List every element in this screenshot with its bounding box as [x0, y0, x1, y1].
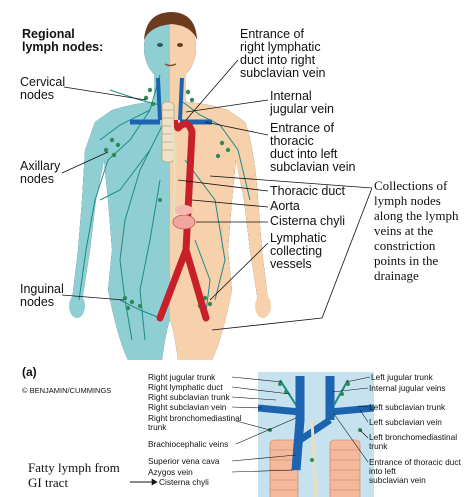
panel-b-illustration — [258, 372, 374, 497]
thoracic-duct-label: Thoracic duct — [270, 184, 346, 198]
copyright-text: © BENJAMIN/CUMMINGS — [22, 386, 112, 395]
lymph-node-clusters — [103, 87, 231, 311]
cervical-nodes-label: Cervical nodes — [20, 75, 66, 102]
panel-a-letter: (a) — [22, 365, 37, 379]
inguinal-nodes-label: Inguinal nodes — [20, 282, 64, 309]
entrance-thoracic-duct-label: Entrance of thoracic duct into left subc… — [270, 121, 356, 174]
left-subclavian-trunk-label: Left subclavian trunk — [369, 402, 446, 412]
fatty-lymph-annotation: Fatty lymph from GI tract — [28, 460, 120, 490]
aorta-label: Aorta — [270, 199, 300, 213]
axillary-nodes-label: Axillary nodes — [20, 159, 61, 186]
lymphatic-collecting-vessels-label: Lymphatic collecting vessels — [270, 231, 327, 271]
left-bronchomediastinal-trunk-label: Left bronchomediastinal trunk — [369, 432, 458, 451]
entrance-thoracic-duct-b-label: Entrance of thoracic duct into left subc… — [369, 457, 461, 485]
entrance-right-lymphatic-duct-label: Entrance of right lymphatic duct into ri… — [240, 27, 326, 80]
brachiocephalic-veins-label: Brachiocephalic veins — [148, 439, 229, 449]
superior-vena-cava-label: Superior vena cava — [148, 456, 220, 466]
leader-lines — [61, 59, 373, 331]
lymphatic-vessel-network — [78, 74, 251, 341]
right-subclavian-trunk-label: Right subclavian trunk — [148, 392, 230, 402]
lymph-node-annotation: Collections of lymph nodes along the lym… — [374, 178, 459, 283]
internal-jugular-veins-label: Internal jugular veins — [369, 383, 446, 393]
right-bronchomediastinal-trunk-label: Right bronchomediastinal trunk — [148, 413, 242, 432]
left-jugular-trunk-label: Left jugular trunk — [371, 372, 433, 382]
cisterna-chyli-b-label: Cisterna chyli — [159, 477, 209, 487]
cisterna-chyli-label: Cisterna chyli — [270, 214, 346, 228]
left-subclavian-vein-label: Left subclavian vein — [369, 417, 442, 427]
great-vessels — [130, 77, 212, 322]
azygos-vein-label: Azygos vein — [148, 467, 193, 477]
panel-b-leader-lines — [130, 376, 371, 486]
regional-lymph-nodes-title: Regional lymph nodes: — [22, 27, 104, 54]
right-lymphatic-duct-label: Right lymphatic duct — [148, 382, 223, 392]
right-jugular-trunk-label: Right jugular trunk — [148, 372, 216, 382]
internal-jugular-vein-label: Internal jugular vein — [270, 89, 334, 116]
right-subclavian-vein-label: Right subclavian vein — [148, 402, 227, 412]
